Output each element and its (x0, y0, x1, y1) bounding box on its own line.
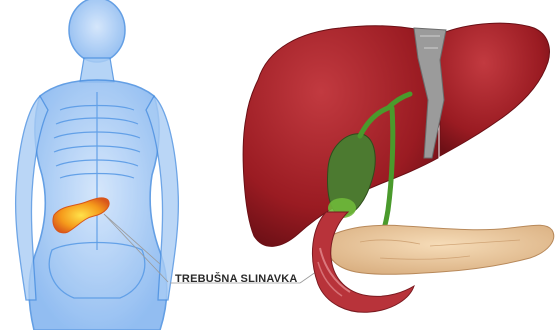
pancreas-callout-label: TREBUŠNA SLINAVKA (175, 273, 298, 285)
pancreas (328, 225, 554, 274)
organ-illustration (243, 23, 554, 312)
human-body-figure (16, 0, 179, 330)
liver-left-lobe (440, 23, 549, 156)
